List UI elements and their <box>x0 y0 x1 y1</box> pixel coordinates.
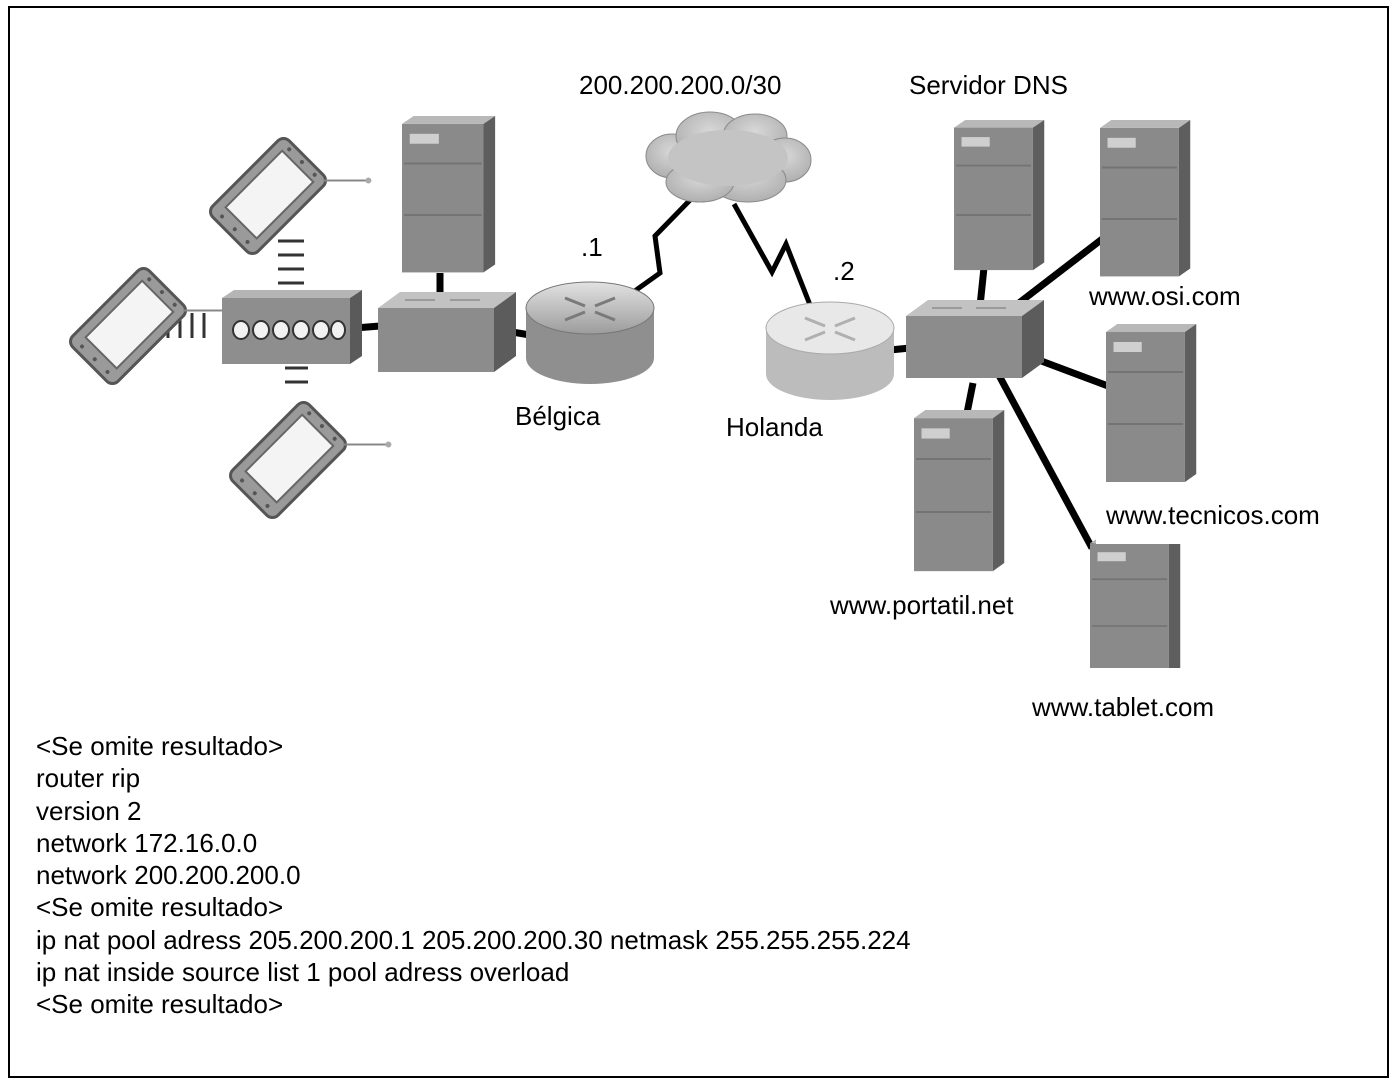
router-icon <box>525 281 655 384</box>
config-line: network 200.200.200.0 <box>36 860 301 891</box>
server-osi-label: www.osi.com <box>1088 281 1241 311</box>
server-icon <box>1089 535 1182 680</box>
config-line: <Se omite resultado> <box>36 731 284 761</box>
dns-server-label: Servidor DNS <box>909 70 1068 100</box>
wan-network-label: 200.200.200.0/30 <box>579 70 781 100</box>
hub-icon <box>222 290 362 364</box>
label-mask <box>1032 668 1270 680</box>
belgica-router-label: Bélgica <box>515 401 601 431</box>
wan-cloud-icon <box>645 111 812 203</box>
figure-frame: 200.200.200.0/30 Servidor DNS .1 .2 Bélg… <box>8 6 1389 1078</box>
server-icon <box>401 115 497 274</box>
config-line: ip nat pool adress 205.200.200.1 205.200… <box>36 924 911 955</box>
config-line: network 172.16.0.0 <box>36 827 258 858</box>
router-icon <box>765 301 895 400</box>
config-line: ip nat inside source list 1 pool adress … <box>36 957 570 988</box>
holanda-router-label: Holanda <box>726 412 823 442</box>
wireless-links <box>166 239 308 384</box>
switch-icon <box>378 292 516 372</box>
serial-link-holanda <box>731 202 815 311</box>
server-portatil-label: www.portatil.net <box>829 590 1014 620</box>
tablet-icon <box>225 375 395 545</box>
serial-link-belgica <box>616 194 696 306</box>
server-icon <box>1105 323 1198 483</box>
server-icon <box>1099 119 1192 278</box>
router-config-listing: <Se omite resultado> router rip version … <box>36 730 911 1021</box>
link-switch-tablet <box>991 366 1096 550</box>
link-switch-osi <box>1012 230 1113 309</box>
switch-icon <box>906 300 1044 378</box>
config-line: <Se omite resultado> <box>36 989 284 1020</box>
belgica-interface-label: .1 <box>581 232 603 262</box>
server-icon <box>912 408 1006 573</box>
config-line: version 2 <box>36 795 142 826</box>
link-switch-portatil <box>963 382 977 414</box>
label-box <box>1096 486 1387 544</box>
network-diagram: 200.200.200.0/30 Servidor DNS .1 .2 Bélg… <box>65 70 1387 722</box>
dns-server-icon <box>953 119 1046 272</box>
holanda-interface-label: .2 <box>833 256 855 286</box>
config-line: <Se omite resultado> <box>36 892 284 923</box>
config-line: router rip <box>36 763 141 794</box>
server-tecnicos-label: www.tecnicos.com <box>1105 500 1320 530</box>
server-tablet-label: www.tablet.com <box>1031 692 1214 722</box>
tablet-icon <box>65 241 235 411</box>
